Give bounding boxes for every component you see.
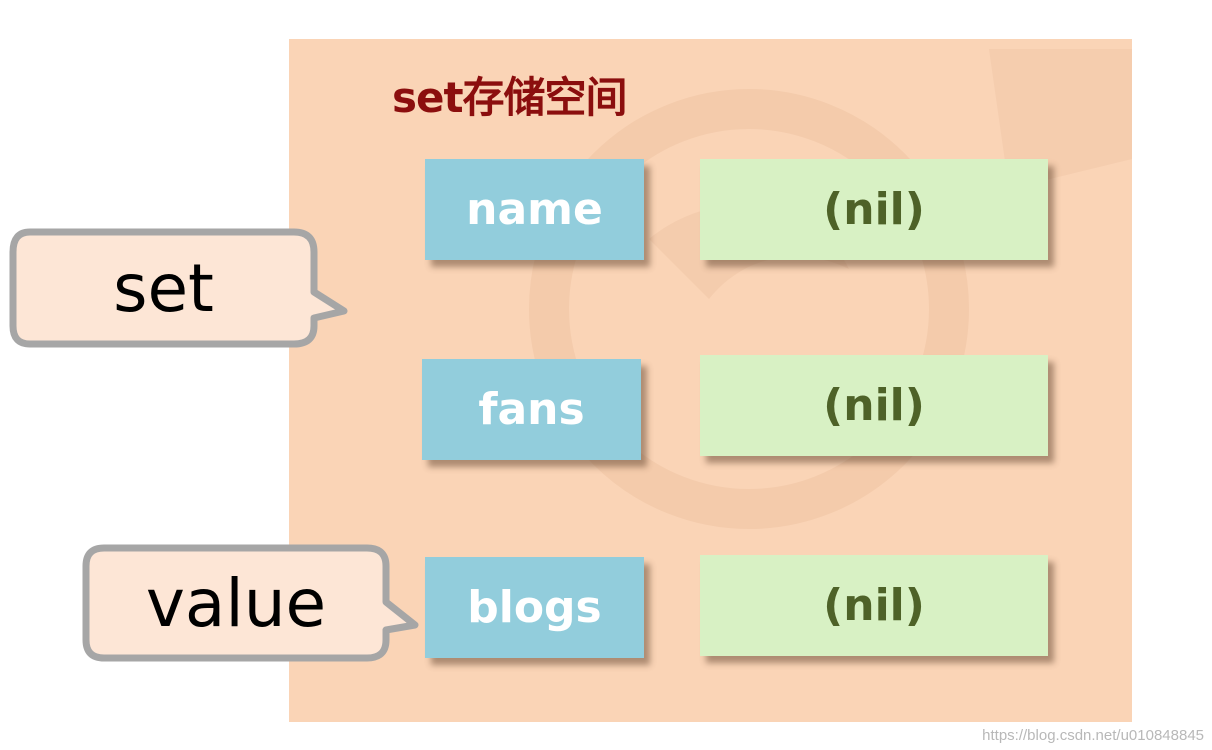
key-box-blogs: blogs <box>425 557 644 658</box>
value-box-name: (nil) <box>700 159 1048 260</box>
value-callout-label: value <box>145 564 327 642</box>
value-label: (nil) <box>823 184 925 235</box>
value-callout-bubble <box>82 544 419 662</box>
value-label: (nil) <box>823 380 925 431</box>
value-box-fans: (nil) <box>700 355 1048 456</box>
value-label: (nil) <box>823 580 925 631</box>
key-box-fans: fans <box>422 359 641 460</box>
key-label: name <box>466 184 603 235</box>
value-box-blogs: (nil) <box>700 555 1048 656</box>
key-label: blogs <box>467 582 602 633</box>
panel-title: set存储空间 <box>392 73 628 122</box>
key-label: fans <box>478 384 585 435</box>
set-callout-bubble <box>9 228 348 348</box>
source-url: https://blog.csdn.net/u010848845 <box>982 727 1204 744</box>
key-box-name: name <box>425 159 644 260</box>
set-callout-label: set <box>113 249 214 327</box>
